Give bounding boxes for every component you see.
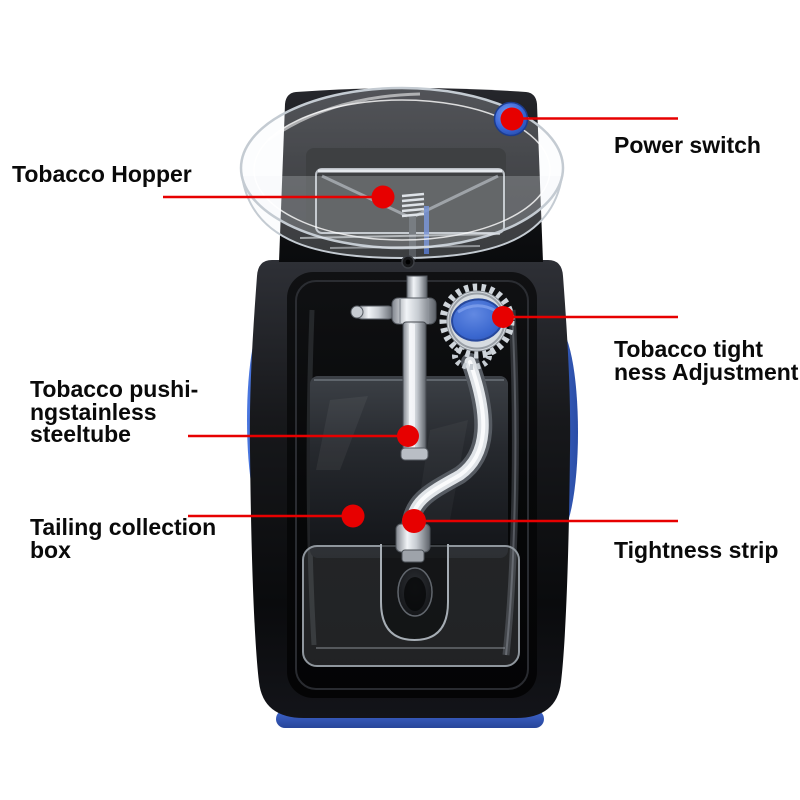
label-power-switch: Power switch [614, 134, 761, 157]
label-line: Power switch [614, 132, 761, 158]
hopper-opening [306, 148, 506, 260]
label-tightness-adjustment: Tobacco tight ness Adjustment [614, 338, 798, 383]
callout-dot-power-switch [500, 107, 524, 131]
callout-lines [163, 117, 678, 523]
front-screw [401, 255, 415, 269]
feeder-spring [401, 192, 425, 218]
collection-tray [302, 544, 520, 667]
crank-handle [395, 353, 493, 563]
label-tobacco-hopper: Tobacco Hopper [12, 163, 192, 186]
tightness-strip-part [502, 309, 519, 656]
hopper-bowl [239, 86, 565, 260]
callout-dot-pushing-tube [397, 425, 419, 447]
callout-dot-tailing-box [341, 504, 365, 528]
pushing-tube-part [350, 275, 437, 461]
label-line: ness Adjustment [614, 358, 799, 385]
label-tightness-strip: Tightness strip [614, 539, 778, 562]
callout-dots [341, 107, 524, 533]
label-line: box [30, 536, 71, 563]
tightness-adjustment-knob [439, 283, 515, 370]
label-line: Tobacco pushi- [30, 376, 199, 402]
callout-dot-tightness-adjustment [492, 306, 514, 328]
label-line: Tobacco tight [614, 336, 764, 362]
label-line: Tightness strip [614, 537, 779, 563]
callout-dot-tobacco-hopper [371, 185, 395, 209]
label-line: steeltube [30, 421, 131, 447]
label-pushing-tube: Tobacco pushi- ngstainless steeltube [30, 378, 198, 446]
label-line: ngstainless [30, 398, 157, 425]
label-tailing-collection-box: Tailing collection box [30, 516, 216, 561]
callout-dot-tightness-strip [402, 509, 426, 533]
label-line: Tailing collection [30, 514, 217, 540]
label-line: Tobacco Hopper [12, 161, 192, 187]
